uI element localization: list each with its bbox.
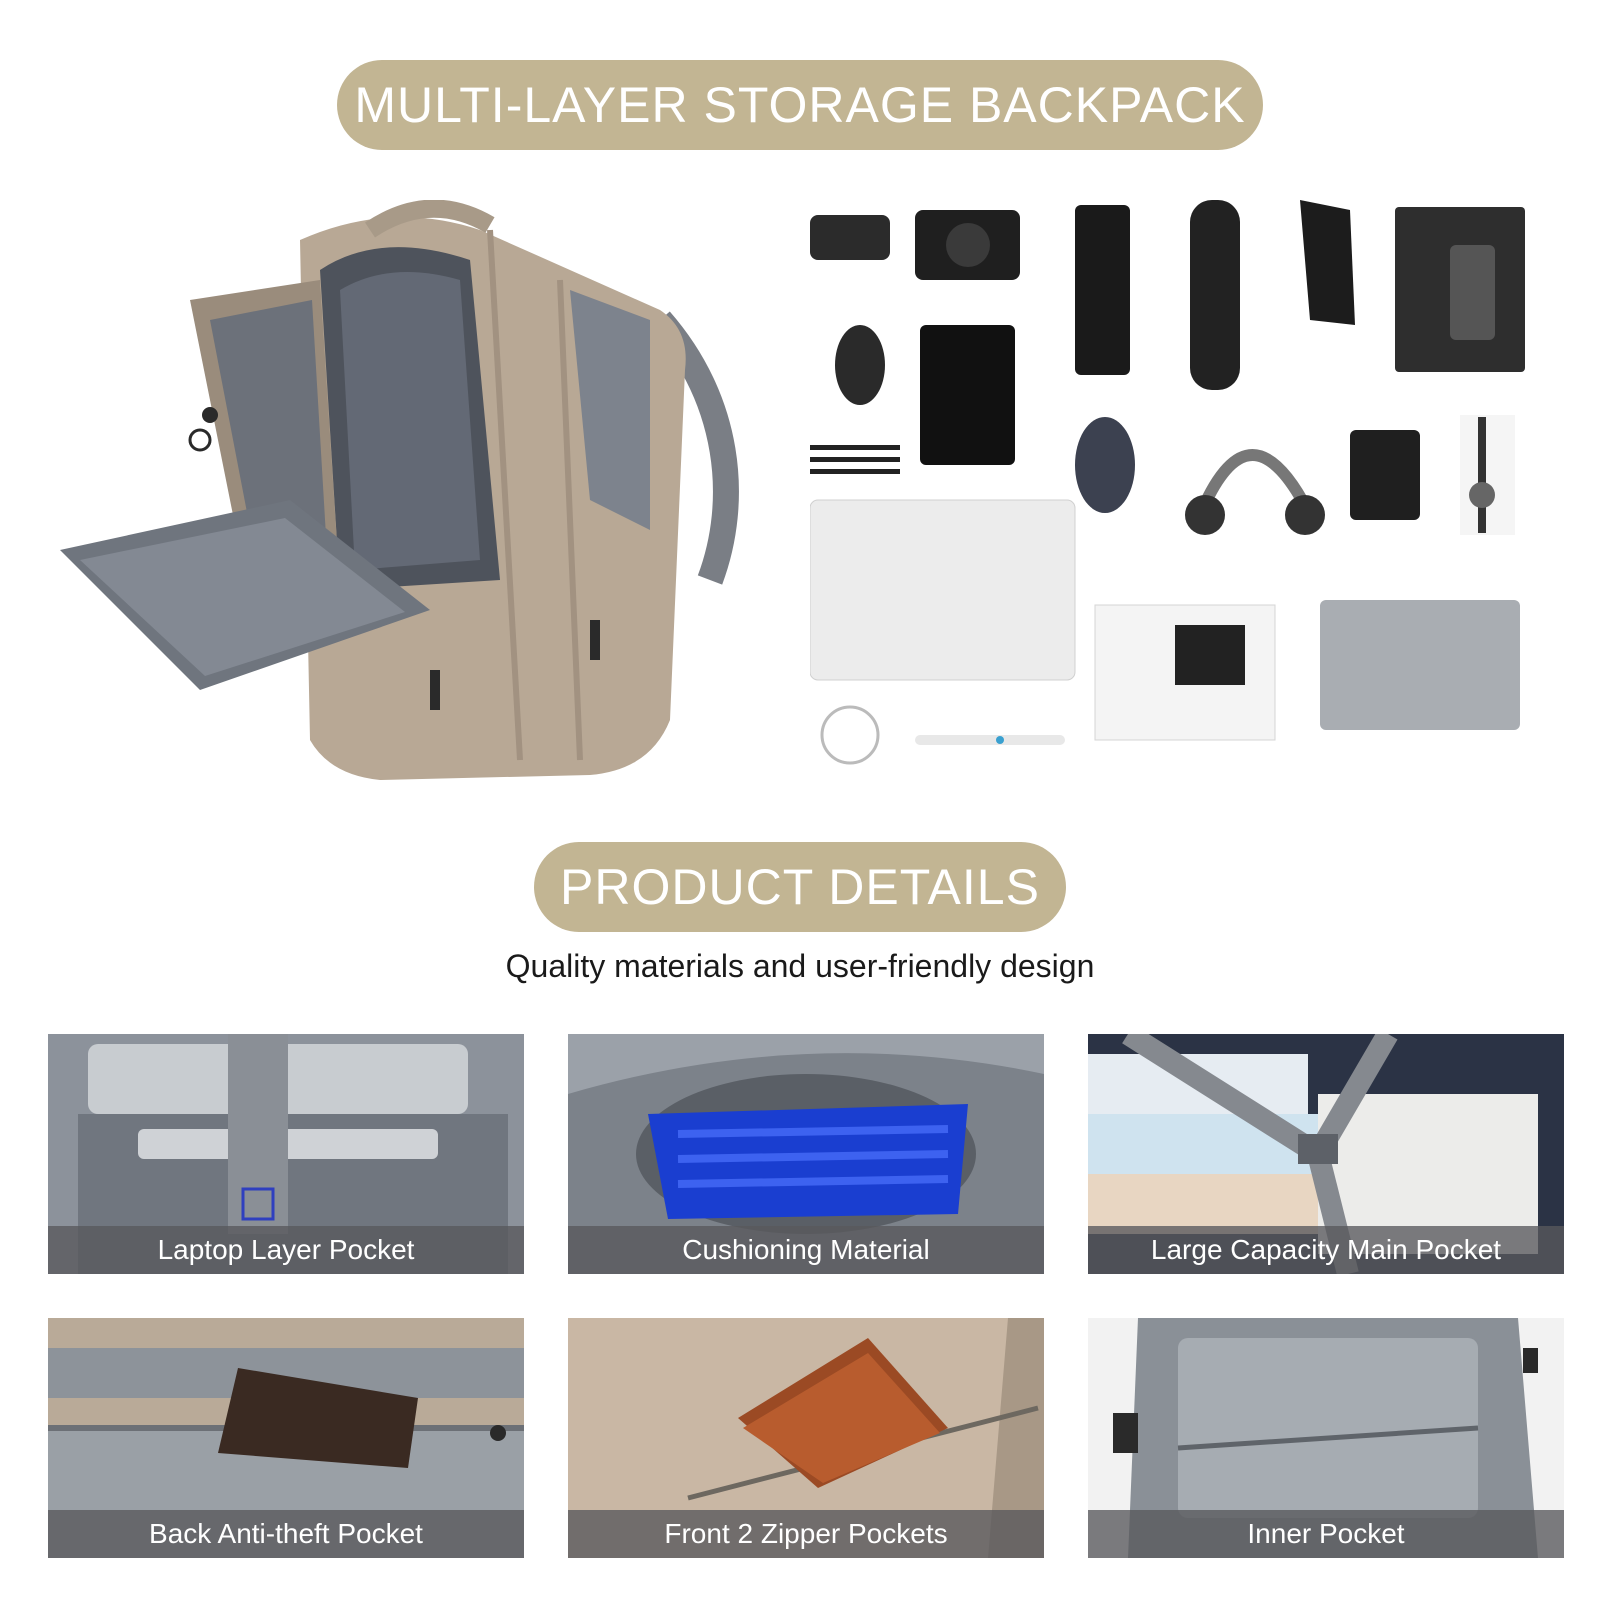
backpack-hero-image — [50, 199, 750, 800]
feature-large-capacity-main-pocket: Large Capacity Main Pocket — [1088, 1034, 1564, 1274]
feature-caption: Front 2 Zipper Pockets — [568, 1510, 1044, 1558]
feature-caption: Cushioning Material — [568, 1226, 1044, 1274]
feature-caption: Inner Pocket — [1088, 1510, 1564, 1558]
backpack-title-pill: MULTI-LAYER STORAGE BACKPACK — [337, 60, 1263, 150]
feature-inner-pocket: Inner Pocket — [1088, 1318, 1564, 1558]
feature-back-anti-theft-pocket: Back Anti-theft Pocket — [48, 1318, 524, 1558]
feature-caption: Laptop Layer Pocket — [48, 1226, 524, 1274]
feature-caption: Large Capacity Main Pocket — [1088, 1226, 1564, 1274]
feature-laptop-layer-pocket: Laptop Layer Pocket — [48, 1034, 524, 1274]
product-details-subtitle: Quality materials and user-friendly desi… — [505, 948, 1095, 984]
product-details-pill: PRODUCT DETAILS — [534, 842, 1066, 932]
feature-caption: Back Anti-theft Pocket — [48, 1510, 524, 1558]
feature-cushioning-material: Cushioning Material — [568, 1034, 1044, 1274]
feature-front-2-zipper-pockets: Front 2 Zipper Pockets — [568, 1318, 1044, 1558]
packed-items-illustration — [809, 195, 1570, 795]
